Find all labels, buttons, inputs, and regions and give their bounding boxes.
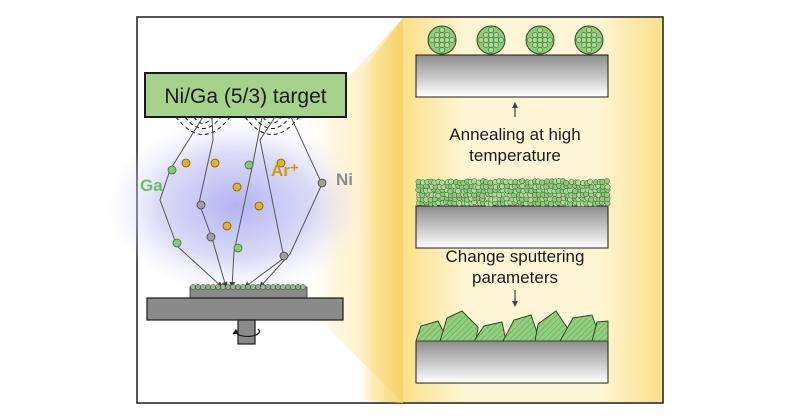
- ga-particle: [244, 160, 254, 170]
- particle-trajectories: [159, 116, 323, 288]
- ni-particle: [196, 200, 206, 210]
- film-atom: [210, 284, 216, 290]
- substrate-grains: [415, 340, 609, 384]
- large-grain-film: [415, 310, 609, 342]
- nanoparticle: [574, 25, 604, 55]
- film-atom: [195, 284, 201, 290]
- film-atom: [300, 284, 306, 290]
- ni-particle: [279, 251, 289, 261]
- film-atom: [245, 284, 251, 290]
- nanoparticle: [427, 25, 457, 55]
- substrate-film: [415, 205, 609, 249]
- substrate-holder: [146, 297, 344, 321]
- ga-particle: [233, 243, 243, 253]
- film-atom: [290, 284, 296, 290]
- sputter-target: [144, 72, 347, 118]
- deposited-film: [189, 284, 308, 299]
- film-atom: [225, 284, 231, 290]
- nickel-atoms: [196, 178, 327, 261]
- film-atom: [285, 284, 291, 290]
- film-atom: [220, 284, 226, 290]
- film-atom: [250, 284, 256, 290]
- nanoparticle-islands: [427, 25, 604, 55]
- ni-particle: [317, 178, 327, 188]
- film-atom: [200, 284, 206, 290]
- nanoparticle: [476, 25, 506, 55]
- film-atom: [215, 284, 221, 290]
- annealing-label-line2: temperature: [469, 146, 561, 165]
- sputtering-label-line1: Change sputtering: [446, 247, 585, 266]
- ar-particle: [232, 182, 242, 192]
- film-atom: [260, 284, 266, 290]
- annealing-label-line1: Annealing at high: [449, 125, 580, 144]
- ni-particle: [206, 232, 216, 242]
- film-atom: [255, 284, 261, 290]
- film-atom: [270, 284, 276, 290]
- ar-particle: [254, 201, 264, 211]
- film-atom: [265, 284, 271, 290]
- film-atom: [230, 284, 236, 290]
- continuous-granular-film: [415, 178, 611, 207]
- ar-particle: [222, 221, 232, 231]
- holder-shaft: [237, 319, 256, 345]
- ar-label: Ar⁺: [271, 161, 299, 180]
- ga-label: Ga: [140, 176, 163, 195]
- film-atom: [240, 284, 246, 290]
- ga-particle: [167, 165, 177, 175]
- film-atom: [280, 284, 286, 290]
- nanoparticle: [525, 25, 555, 55]
- film-atom: [235, 284, 241, 290]
- film-atom: [275, 284, 281, 290]
- ar-particle: [181, 158, 191, 168]
- ar-particle: [276, 158, 286, 168]
- argon-ions: [181, 158, 286, 231]
- ga-particle: [172, 238, 182, 248]
- film-atom: [295, 284, 301, 290]
- gallium-atoms: [167, 160, 254, 253]
- rotation-icon: [232, 328, 261, 338]
- substrate-annealed: [415, 54, 609, 98]
- sputtering-label-line2: parameters: [472, 268, 558, 287]
- ni-label: Ni: [336, 170, 353, 189]
- film-atom: [190, 284, 196, 290]
- target-label: Ni/Ga (5/3) target: [164, 85, 326, 108]
- plasma-cloud: [106, 118, 366, 294]
- ar-particle: [210, 158, 220, 168]
- film-atom: [205, 284, 211, 290]
